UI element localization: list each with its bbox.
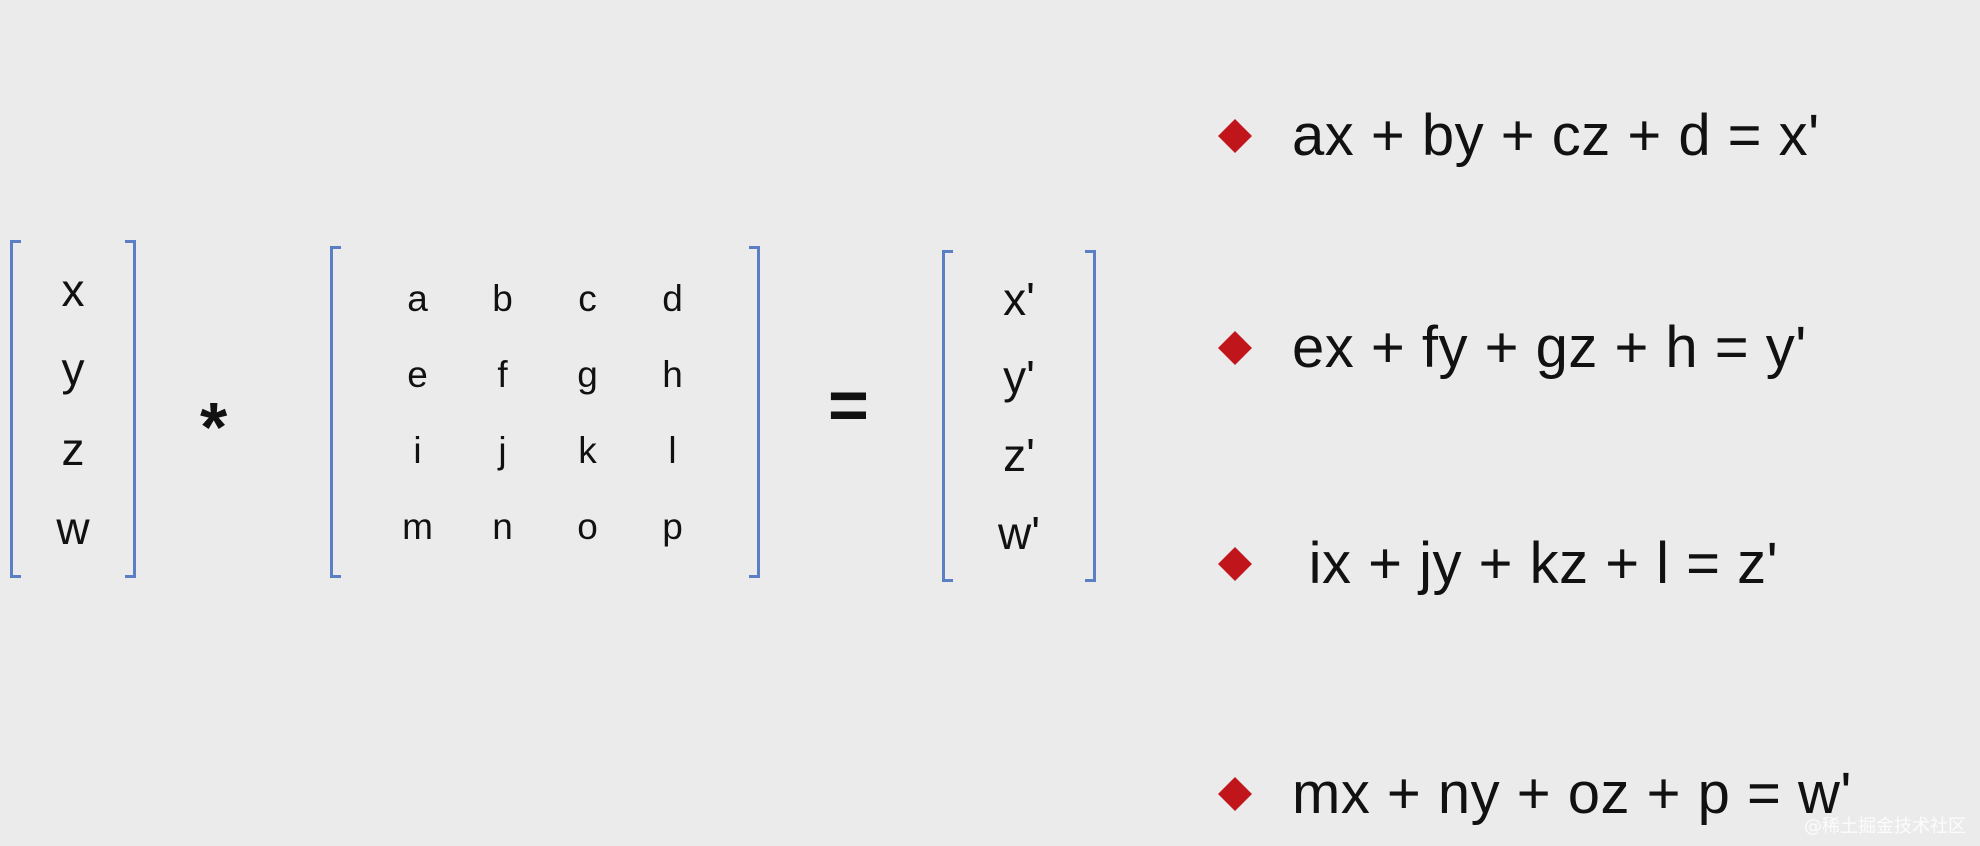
matrix-cell: o xyxy=(577,505,598,547)
equation-row: ax + by + cz + d = x' xyxy=(1218,96,1820,176)
diamond-icon xyxy=(1218,119,1252,153)
equation-text: ix + jy + kz + l = z' xyxy=(1292,531,1779,596)
matrix-cell: f xyxy=(497,353,508,395)
left-bracket xyxy=(10,240,21,578)
vector-element: z xyxy=(61,422,85,475)
equation-row: mx + ny + oz + p = w' xyxy=(1218,754,1852,834)
vector-element: y' xyxy=(1003,351,1035,403)
matrix-cell: k xyxy=(578,429,597,471)
diamond-icon xyxy=(1218,547,1252,581)
equation-row: ix + jy + kz + l = z' xyxy=(1218,524,1778,604)
equation-text: mx + ny + oz + p = w' xyxy=(1292,761,1852,826)
multiply-operator: * xyxy=(200,388,228,466)
matrix-cell: g xyxy=(577,353,598,395)
right-bracket xyxy=(749,246,760,578)
matrix-cell: c xyxy=(578,277,597,319)
input-vector: x y z w xyxy=(10,240,136,578)
matrix-cell: h xyxy=(662,353,683,395)
matrix-cell: i xyxy=(413,429,422,471)
equation-text: ax + by + cz + d = x' xyxy=(1292,103,1820,168)
left-bracket xyxy=(942,250,953,582)
vector-element: z' xyxy=(1003,429,1035,481)
vector-element: x xyxy=(61,263,85,316)
right-bracket xyxy=(125,240,136,578)
matrix-cell: m xyxy=(402,505,433,547)
matrix-cell: p xyxy=(662,505,683,547)
vector-element: w xyxy=(56,502,90,555)
equals-operator: = xyxy=(828,366,869,444)
matrix-cell: n xyxy=(492,505,513,547)
matrix-cell: b xyxy=(492,277,513,319)
diamond-icon xyxy=(1218,777,1252,811)
transform-matrix: a b c d e f g h i j k l m n o p xyxy=(330,246,760,578)
vector-element: x' xyxy=(1003,273,1035,325)
diamond-icon xyxy=(1218,331,1252,365)
left-bracket xyxy=(330,246,341,578)
equation-text: ex + fy + gz + h = y' xyxy=(1292,315,1807,380)
output-vector: x' y' z' w' xyxy=(942,250,1096,582)
right-bracket xyxy=(1085,250,1096,582)
matrix-cell: e xyxy=(407,353,428,395)
vector-element: w' xyxy=(997,507,1040,559)
matrix-cell: a xyxy=(407,277,428,319)
matrix-cell: l xyxy=(668,429,677,471)
matrix-cell: j xyxy=(498,429,507,471)
equation-row: ex + fy + gz + h = y' xyxy=(1218,308,1807,388)
matrix-cell: d xyxy=(662,277,683,319)
vector-element: y xyxy=(61,343,85,396)
watermark: @稀土掘金技术社区 xyxy=(1804,816,1966,837)
